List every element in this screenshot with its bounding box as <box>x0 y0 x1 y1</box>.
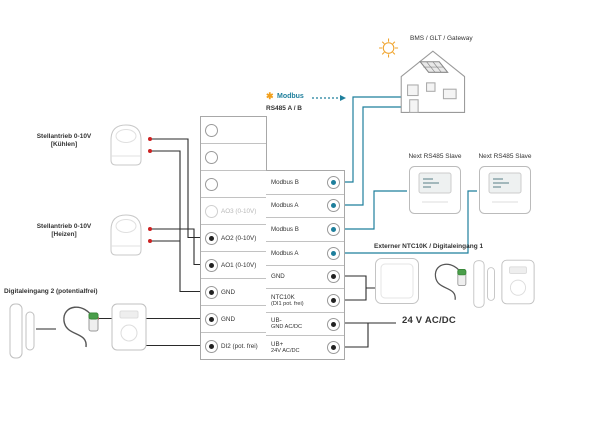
modbus-star-icon: ✱ <box>266 91 274 101</box>
next-slave-1-illustration <box>408 165 462 215</box>
power-label: 24 V AC/DC <box>402 315 456 326</box>
terminal-label: Modbus B <box>271 178 299 186</box>
terminal-row-ub-minus: UB-GND AC/DC <box>266 313 344 337</box>
terminal-circle <box>205 204 218 218</box>
terminal-label: Modbus B <box>271 226 299 233</box>
terminal-row <box>201 171 266 198</box>
terminal-circle <box>327 199 340 213</box>
actuator-icon <box>110 214 142 256</box>
thermostat-icon <box>501 259 535 305</box>
terminal-circle <box>327 293 340 307</box>
terminal-block-left-column: AO3 (0-10V) AO2 (0-10V) AO1 (0-10V) GND … <box>200 116 267 360</box>
terminal-row-ntc10k: NTC10K(DI1 pot. frei) <box>266 289 344 313</box>
terminal-circle <box>205 231 218 245</box>
terminal-row-modbus-b1: Modbus B <box>266 171 344 195</box>
ntc-probe-2-illustration <box>426 257 470 307</box>
terminal-row-ao2: AO2 (0-10V) <box>201 225 266 252</box>
terminal-circle <box>327 270 340 284</box>
external-ntc-label: Externer NTC10K / Digitaleingang 1 <box>374 243 484 250</box>
terminal-label: DI2 (pot. frei) <box>221 342 258 350</box>
terminal-row-ao3: AO3 (0-10V) <box>201 198 266 225</box>
actuator-cool-label: Stellantrieb 0-10V [Kühlen] <box>36 133 92 149</box>
terminal-circle <box>205 150 218 164</box>
terminal-circle <box>327 246 340 260</box>
terminal-label: AO2 (0-10V) <box>221 234 257 242</box>
window-contact-1-illustration <box>8 302 38 360</box>
terminal-label: GND <box>221 315 235 323</box>
actuator-icon <box>110 124 142 166</box>
flat-room-sensor-illustration <box>374 257 420 305</box>
terminal-row-modbus-a1: Modbus A <box>266 195 344 219</box>
digital-input-2-label: Digitaleingang 2 (potentialfrei) <box>4 288 98 295</box>
sensor-cable-icon <box>434 263 467 300</box>
terminal-circle <box>205 258 218 272</box>
window-contact-icon <box>473 260 495 308</box>
terminal-label: AO1 (0-10V) <box>221 261 257 269</box>
wall-controller-icon <box>479 166 531 214</box>
terminal-row-gnd2: GND <box>201 306 266 333</box>
terminal-row-di2: DI2 (pot. frei) <box>201 333 266 359</box>
bms-building-illustration <box>378 36 473 116</box>
modbus-arrow-head <box>340 95 346 101</box>
terminal-circle <box>327 341 340 355</box>
terminal-circle <box>205 285 218 299</box>
terminal-circle <box>205 177 218 191</box>
terminal-label: NTC10K <box>271 293 295 301</box>
terminal-row-modbus-a2: Modbus A <box>266 242 344 266</box>
thermostat-2-illustration <box>500 257 536 307</box>
terminal-label: Modbus A <box>271 202 299 210</box>
rs485-label: RS485 A / B <box>266 105 303 112</box>
window-contact-icon <box>9 303 35 359</box>
sensor-cable-icon <box>63 306 99 348</box>
next-slave-1-label: Next RS485 Slave <box>408 153 462 160</box>
terminal-circle <box>327 175 340 189</box>
terminal-row-ub-plus: UB+24V AC/DC <box>266 336 344 359</box>
room-sensor-icon <box>375 258 419 304</box>
thermostat-1-illustration <box>110 302 148 352</box>
terminal-row-modbus-b2: Modbus B <box>266 218 344 242</box>
terminal-row-ao1: AO1 (0-10V) <box>201 252 266 279</box>
terminal-circle <box>205 339 218 353</box>
terminal-label: UB- <box>271 317 282 325</box>
window-contact-2-illustration <box>472 259 498 309</box>
terminal-circle <box>205 123 218 137</box>
sun-icon <box>379 38 399 58</box>
actuator-cool-illustration <box>104 121 148 169</box>
bms-label: BMS / GLT / Gateway <box>410 35 473 42</box>
next-slave-2-illustration <box>478 165 532 215</box>
thermostat-icon <box>111 303 147 351</box>
terminal-circle <box>327 317 340 331</box>
terminal-label: Modbus A <box>271 249 299 257</box>
terminal-row <box>201 117 266 144</box>
next-slave-2-label: Next RS485 Slave <box>478 153 532 160</box>
house-solar-icon <box>379 38 466 113</box>
terminal-circle <box>205 312 218 326</box>
wall-controller-icon <box>409 166 461 214</box>
actuator-heat-label: Stellantrieb 0-10V [Heizen] <box>36 223 92 239</box>
terminal-circle <box>327 223 340 237</box>
terminal-row-gnd1: GND <box>201 279 266 306</box>
terminal-label: GND <box>221 288 235 296</box>
terminal-block-right-column: Modbus B Modbus A Modbus B Modbus A GND … <box>266 170 345 360</box>
terminal-label: AO3 (0-10V) <box>221 207 257 215</box>
terminal-label: UB+ <box>271 340 284 348</box>
actuator-heat-illustration <box>104 211 148 259</box>
terminal-row <box>201 144 266 171</box>
terminal-row-gnd-right: GND <box>266 266 344 290</box>
ntc-probe-1-illustration <box>54 299 102 355</box>
modbus-logo-label: Modbus <box>277 93 304 100</box>
terminal-label: GND <box>271 273 285 281</box>
